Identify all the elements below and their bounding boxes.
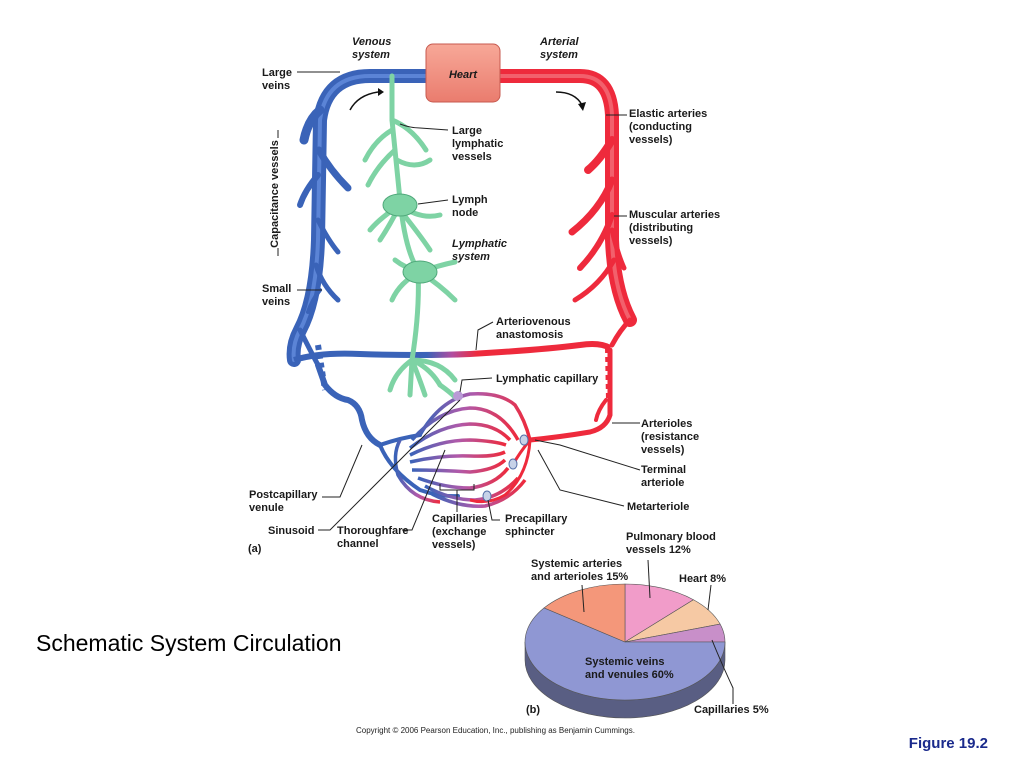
sinusoid-label: Sinusoid — [268, 525, 314, 537]
terminal-arteriole-label: Terminal — [641, 464, 686, 476]
small-veins-label: Small — [262, 283, 291, 295]
capillaries-bracket — [439, 484, 475, 512]
pie-slice-pulmonary — [624, 583, 695, 643]
heart-label: Heart — [449, 69, 478, 81]
lymph-node-label: Lymph — [452, 194, 488, 206]
lymphatic-capillary-label: Lymphatic capillary — [496, 373, 599, 385]
venous-flow-arrowhead-icon — [378, 88, 384, 96]
precapillary-sphincter-3 — [482, 490, 492, 502]
leader-lines — [277, 71, 641, 531]
metarteriole-label: Metarteriole — [627, 501, 689, 513]
arterial-tree — [493, 69, 637, 443]
lymph-node-lower — [402, 260, 438, 284]
pie-slice-systemic-arteries — [543, 583, 626, 643]
figure-number: Figure 19.2 — [908, 735, 988, 752]
precapillary-sphincter-label: Precapillary — [505, 513, 568, 525]
arterial-flow-arrow — [555, 91, 583, 106]
slide-title: Schematic System Circulation — [36, 630, 342, 656]
capillaries-percent-label: Capillaries 5% — [694, 704, 769, 716]
panel-b-tag: (b) — [526, 704, 540, 716]
metarteriole — [469, 439, 532, 504]
postcapillary-venule-label: Postcapillary — [249, 489, 318, 501]
pulmonary-label: Pulmonary blood — [626, 531, 716, 543]
large-lymphatic-vessels-label: Large — [452, 125, 482, 137]
arteriovenous-anastomosis-label: Arteriovenous — [496, 316, 571, 328]
systemic-arteries-label: Systemic arteries — [531, 558, 622, 570]
muscular-arteries-label: Muscular arteries — [629, 209, 720, 221]
precapillary-sphincter-2 — [508, 458, 518, 470]
systemic-veins-label: Systemic veins — [585, 656, 665, 668]
pie-leaders — [581, 559, 734, 704]
arterial-system-label: Arterial — [539, 36, 579, 48]
large-veins-label: Large — [262, 67, 292, 79]
arterioles-label: Arterioles — [641, 418, 692, 430]
venous-flow-arrow — [349, 91, 379, 111]
elastic-arteries-label: Elastic arteries — [629, 108, 707, 120]
lymph-node-upper — [382, 193, 418, 217]
pie-chart — [524, 583, 726, 719]
lymphatic-system-label: Lymphatic — [452, 238, 507, 250]
av-anastomosis — [293, 341, 612, 363]
lymphatic-capillary-end — [453, 391, 463, 401]
lymphatic-tree — [362, 73, 459, 401]
venule-dashes — [315, 344, 328, 391]
heart-percent-label: Heart 8% — [679, 573, 726, 585]
venous-system-label: Venous — [352, 36, 391, 48]
precapillary-sphincter-1 — [519, 434, 529, 446]
capacitance-vessels-label: Capacitance vessels — [269, 140, 281, 248]
panel-a-tag: (a) — [248, 543, 262, 555]
venous-tree — [286, 69, 460, 499]
thoroughfare-channel-label: Thoroughfare — [337, 525, 409, 537]
arterial-flow-arrowhead-icon — [578, 102, 586, 111]
copyright: Copyright © 2006 Pearson Education, Inc.… — [356, 726, 635, 735]
heart-box — [425, 43, 501, 103]
pie-slice-systemic-veins — [524, 607, 726, 701]
capillaries-label: Capillaries — [432, 513, 488, 525]
